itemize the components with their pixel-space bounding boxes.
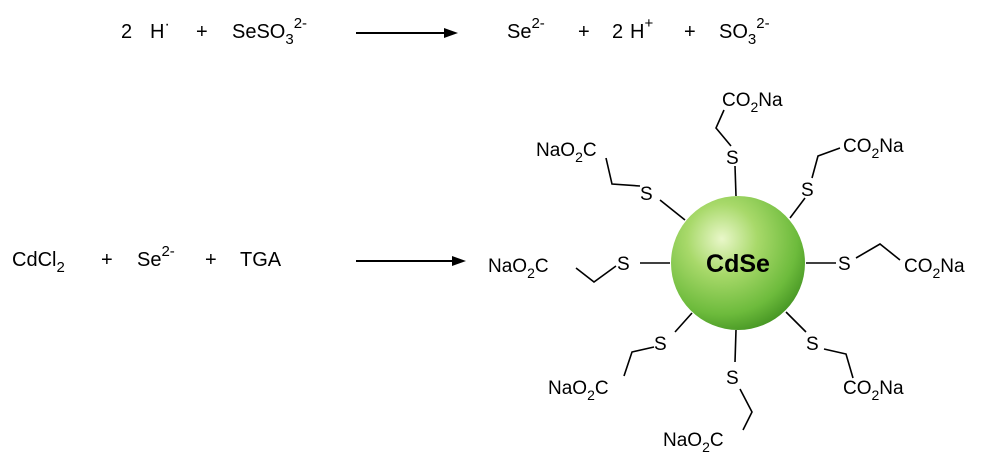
ligand-right: S CO2Na: [838, 243, 965, 281]
sulfur-atom: S: [640, 184, 653, 205]
ligand-bottom: S NaO2C: [663, 368, 753, 452]
sulfur-atom: S: [806, 334, 819, 355]
bond: [674, 312, 693, 333]
reactant-selenosulfate: SeSO32-: [232, 15, 307, 48]
carboxylate-group: NaO2C: [536, 140, 597, 165]
ligand-chain: [739, 388, 753, 431]
ligand-chain: [811, 147, 841, 179]
carboxylate-group: CO2Na: [722, 90, 783, 115]
ligand-chain: [823, 348, 854, 379]
sulfur-atom: S: [617, 254, 630, 275]
reactant-cadmium-chloride: CdCl2: [12, 249, 65, 276]
reactant-h-coefficient: 2: [121, 21, 132, 43]
plus-sign: +: [101, 249, 113, 271]
reactant-tga: TGA: [240, 249, 282, 271]
carboxylate-group: NaO2C: [488, 256, 549, 281]
reaction-1: 2 H· + SeSO32- Se2- + 2 H+ + SO32-: [121, 15, 770, 48]
plus-sign: +: [196, 21, 208, 43]
carboxylate-group: NaO2C: [548, 378, 609, 403]
carboxylate-group: CO2Na: [843, 136, 904, 161]
ligand-lower-right: S CO2Na: [806, 334, 904, 403]
cdse-core: [671, 196, 805, 330]
ligand-chain: [715, 109, 732, 147]
ligand-left: S NaO2C: [488, 254, 630, 284]
ligand-lower-left: S NaO2C: [548, 334, 667, 403]
carboxylate-group: CO2Na: [843, 378, 904, 403]
carboxylate-group: CO2Na: [904, 256, 965, 281]
bond: [734, 329, 737, 363]
sulfur-atom: S: [726, 148, 739, 169]
product-proton: H+: [630, 15, 653, 43]
plus-sign: +: [205, 249, 217, 271]
capped-nanoparticle: CdSe S CO2Na S CO2Na S CO2Na S CO2Na S: [488, 90, 965, 452]
ligand-chain: [623, 346, 655, 377]
ligand-chain: [855, 243, 901, 261]
sulfur-atom: S: [654, 334, 667, 355]
arrowhead-2: [452, 256, 466, 266]
ligand-chain: [605, 157, 641, 187]
plus-sign: +: [578, 21, 590, 43]
ligand-upper-right: S CO2Na: [801, 136, 904, 201]
reaction-2: CdCl2 + Se2- + TGA: [12, 243, 466, 276]
cdse-core-label: CdSe: [706, 250, 770, 278]
plus-sign: +: [684, 21, 696, 43]
reactant-selenide: Se2-: [137, 243, 175, 271]
sulfur-atom: S: [801, 180, 814, 201]
core-sulfur-bonds: [640, 165, 836, 363]
bond: [785, 311, 807, 333]
ligand-top: S CO2Na: [715, 90, 783, 169]
reactant-h-radical: H·: [150, 16, 170, 43]
product-proton-coefficient: 2: [612, 21, 623, 43]
carboxylate-group: NaO2C: [663, 430, 724, 452]
bond: [734, 165, 737, 197]
product-sulfite: SO32-: [719, 15, 770, 48]
arrowhead-1: [444, 28, 458, 38]
product-selenide: Se2-: [507, 15, 545, 43]
sulfur-atom: S: [838, 254, 851, 275]
bond: [789, 197, 806, 219]
ligand-upper-left: S NaO2C: [536, 140, 653, 205]
ligand-chain: [575, 265, 617, 284]
sulfur-atom: S: [726, 368, 739, 389]
bond: [659, 199, 686, 221]
